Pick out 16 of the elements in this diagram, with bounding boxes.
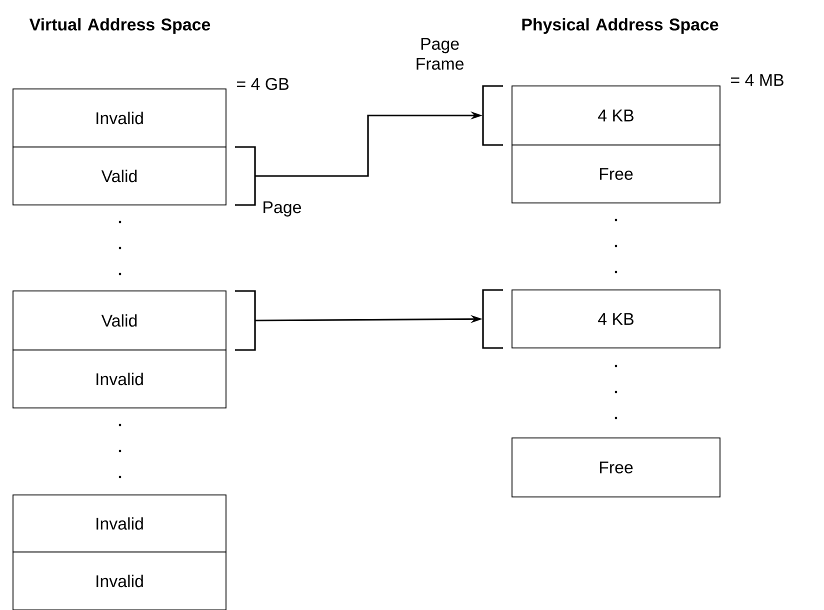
memory-cell: Free [512,438,720,498]
annotation: = 4 GB [237,78,288,90]
memory-cell: Invalid [12,552,226,610]
annotation: Page Frame [416,38,464,70]
memory-cell: 4 KB [512,86,720,146]
memory-cell: Free [512,144,720,204]
memory-cell: Invalid [12,494,226,552]
memory-cell: Invalid [12,88,226,148]
annotation: = 4 MB [731,74,784,86]
column-heading: Physical Address Space [522,18,718,34]
annotation: Page [264,201,301,217]
memory-cell: Invalid [12,350,226,408]
memory-cell: 4 KB [512,290,720,348]
column-heading: Virtual Address Space [29,18,210,34]
memory-cell: Valid [12,290,226,350]
memory-cell: Valid [12,146,226,206]
